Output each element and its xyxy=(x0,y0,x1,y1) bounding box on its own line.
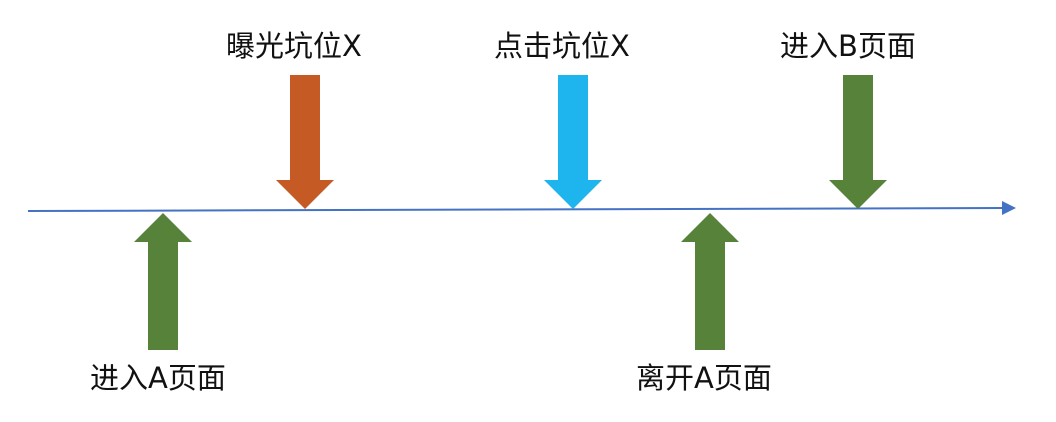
enter-b-arrow-down xyxy=(829,75,887,209)
click-label: 点击坑位X xyxy=(494,29,630,63)
timeline-arrowhead xyxy=(1002,201,1016,215)
expose-label: 曝光坑位X xyxy=(226,29,362,63)
enter-a-arrow-up xyxy=(134,213,192,350)
leave-a-arrow-up xyxy=(681,213,739,350)
enter-a-label: 进入A页面 xyxy=(90,361,226,395)
timeline-axis xyxy=(27,207,1005,212)
enter-b-label: 进入B页面 xyxy=(780,29,916,63)
click-arrow-down xyxy=(544,75,602,209)
leave-a-label: 离开A页面 xyxy=(636,361,772,395)
expose-arrow-down xyxy=(276,75,334,209)
